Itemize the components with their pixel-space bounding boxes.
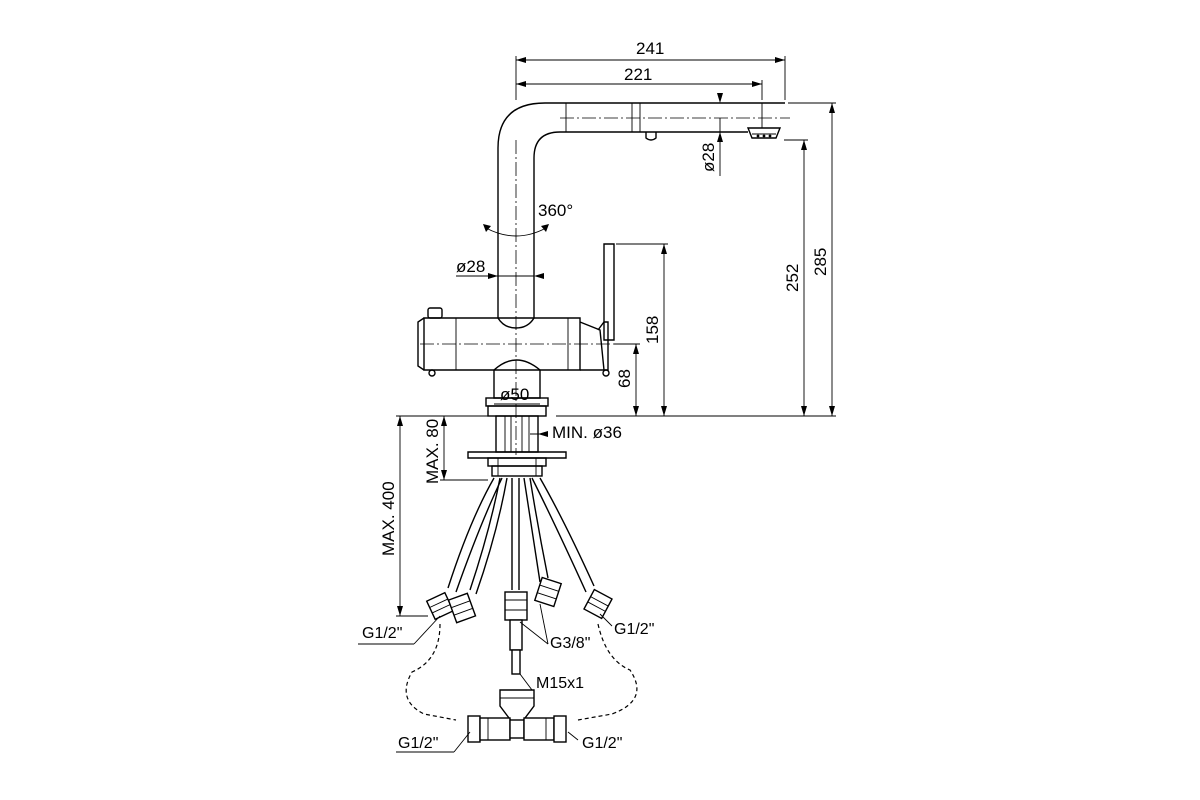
dim-hole-diameter: MIN. ø36 — [552, 423, 622, 442]
leader-lines — [358, 603, 613, 753]
dim-285: 285 — [811, 248, 830, 276]
dim-158: 158 — [643, 316, 662, 344]
label-left-hose: G1/2" — [362, 625, 402, 642]
dim-max-hose-length: MAX. 400 — [379, 481, 398, 556]
dim-max-thickness: MAX. 80 — [423, 419, 442, 484]
dim-252: 252 — [783, 264, 802, 292]
rotation-arrows — [483, 224, 549, 237]
hose-fittings — [425, 576, 613, 675]
dimension-lines — [396, 56, 836, 617]
hoses — [447, 477, 595, 595]
tee-fitting — [467, 689, 567, 743]
dim-column-diameter: ø28 — [456, 257, 485, 276]
dashed-hose-path — [405, 623, 638, 721]
label-tee-right: G1/2" — [582, 735, 622, 752]
label-right-hose: G1/2" — [614, 621, 654, 638]
dim-221: 221 — [624, 65, 652, 84]
dim-base-diameter: ø50 — [500, 385, 529, 404]
faucet-outline — [417, 102, 785, 417]
label-pullout-thread: M15x1 — [536, 675, 584, 692]
dim-68: 68 — [615, 369, 634, 388]
label-center-hose: G3/8" — [550, 635, 590, 652]
dim-spout-diameter: ø28 — [699, 143, 718, 172]
rotation-label: 360° — [538, 201, 573, 220]
label-tee-left: G1/2" — [398, 735, 438, 752]
dim-241: 241 — [636, 39, 664, 58]
